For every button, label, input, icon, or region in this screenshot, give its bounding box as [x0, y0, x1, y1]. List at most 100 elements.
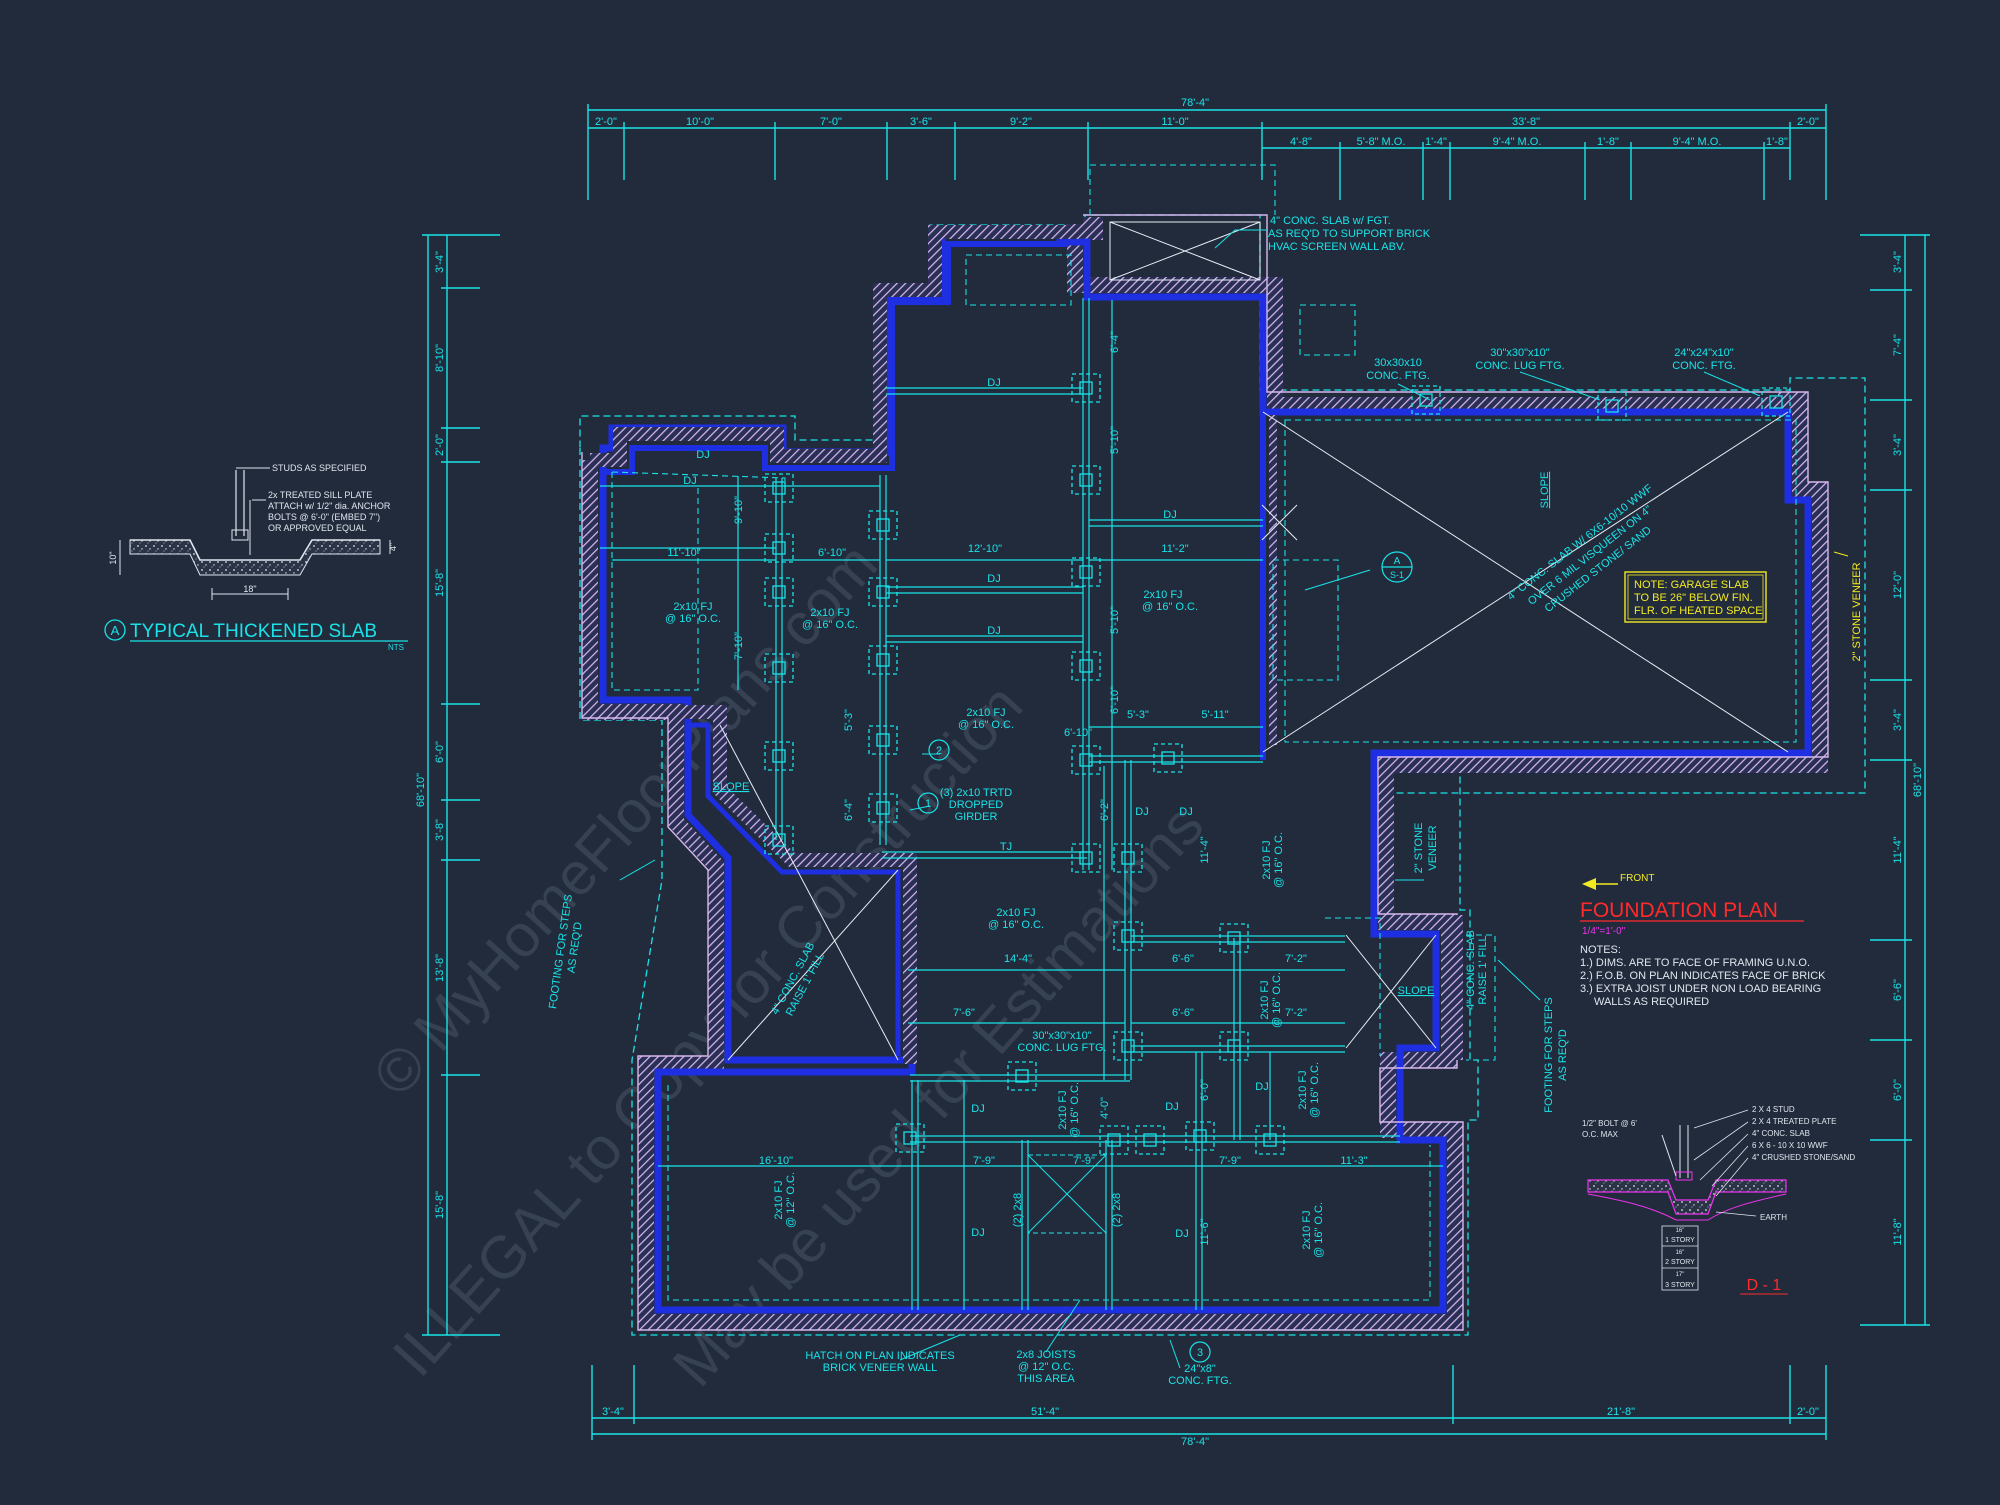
dim-left-6: 3'-8" — [434, 819, 446, 841]
pier-footing — [868, 645, 898, 675]
detail-note: BOLTS @ 6'-0" (EMBED 7") — [268, 512, 380, 522]
pier-block — [1079, 381, 1093, 395]
detail-d1-labels: 1/2" BOLT @ 6' O.C. MAX 2 X 4 STUD 2 X 4… — [1582, 1105, 1855, 1289]
pier-block — [1079, 565, 1093, 579]
note-item: WALLS AS REQUIRED — [1594, 996, 1709, 1008]
detail-a-letter: A — [111, 623, 120, 638]
dim-interior-v: 5'-10" — [1109, 606, 1121, 634]
dim-interior-v: 5'-10" — [1109, 426, 1121, 454]
label-fj-vertical-oc: @ 16" O.C. — [1313, 1202, 1325, 1258]
dim-bottom-4: 2'-0" — [1797, 1406, 1819, 1418]
dim-left-3: 2'-0" — [434, 434, 446, 456]
dim-interior: 5'-3" — [1127, 709, 1149, 721]
label-fj-vertical-oc: @ 16" O.C. — [1069, 1082, 1081, 1138]
wall-outline-outer — [581, 214, 1829, 1331]
porch-wing-wall — [676, 705, 917, 1064]
detail-a-title: A TYPICAL THICKENED SLAB NTS — [104, 619, 408, 652]
label-tj: TJ — [1000, 841, 1012, 853]
pier-footing — [1007, 1061, 1037, 1091]
pier-footing — [1071, 651, 1101, 681]
label-fj-vertical-oc: @ 16" O.C. — [1273, 832, 1285, 888]
dimension-labels: 78'-4" 78'-4" 2'-0" 10'-0" 7'-0" 3'-6" 9… — [415, 97, 1924, 1448]
dim-top-4: 3'-6" — [910, 116, 932, 128]
dim-top-7: 33'-8" — [1512, 116, 1540, 128]
front-arrow-label: FRONT — [1620, 873, 1654, 884]
pier-footing — [1153, 743, 1183, 773]
pier-block — [876, 733, 890, 747]
dim-interior: 6'-10" — [818, 547, 846, 559]
dim-interior: 12'-10" — [968, 543, 1002, 555]
joists-note: 2x8 JOISTS — [1016, 1349, 1075, 1361]
dim-top-2: 10'-0" — [686, 116, 714, 128]
pier-footing — [1219, 1031, 1249, 1061]
stone-veneer-note: 2" STONE — [1413, 823, 1425, 874]
dim-interior: 7'-2" — [1285, 953, 1307, 965]
stone-veneer-note: VENEER — [1427, 825, 1439, 870]
dim-left-8: 15'-8" — [434, 1191, 446, 1219]
plan-title-block: FRONT FOUNDATION PLAN 1/4"=1'-0" NOTES: … — [1580, 873, 1826, 1008]
detail-note: ATTACH w/ 1/2" dia. ANCHOR — [268, 501, 391, 511]
pier-block — [772, 661, 786, 675]
detail-d1-left-note: O.C. MAX — [1582, 1130, 1619, 1139]
detail-d1-story: 1 STORY — [1665, 1237, 1695, 1244]
detail-a-title-text: TYPICAL THICKENED SLAB — [130, 621, 377, 642]
detail-d1-story: 17" — [1676, 1272, 1685, 1278]
dim-bottom-3: 21'-8" — [1607, 1406, 1635, 1418]
dim-interior-v: 11'-6" — [1199, 1218, 1211, 1245]
label-dj: DJ — [696, 449, 709, 461]
label-fj-vertical: 2x10 FJ — [1297, 1070, 1309, 1109]
label-fj: 2x10 FJ — [810, 607, 849, 619]
stoop-slab-note: 4" CONC. SLAB — [1465, 930, 1477, 1010]
dim-right-1: 3'-4" — [1892, 251, 1904, 273]
pier-footing — [1071, 745, 1101, 775]
detail-d1-story: 16" — [1676, 1228, 1685, 1234]
pier-footing — [1411, 385, 1441, 415]
pier-footing — [1071, 557, 1101, 587]
dim-right-2: 7'-4" — [1892, 334, 1904, 356]
pier-block — [1263, 1133, 1277, 1147]
dim-top2-5: 1'-8" — [1597, 136, 1619, 148]
dim-interior: 16'-10" — [759, 1155, 793, 1167]
garage-note-line: NOTE: GARAGE SLAB — [1634, 579, 1749, 591]
footing-note: 24"x24"x10" — [1674, 347, 1734, 359]
dim-top-8: 2'-0" — [1797, 116, 1819, 128]
pier-footing — [764, 825, 794, 855]
pier-block — [772, 585, 786, 599]
pier-footing — [764, 533, 794, 563]
note-item: 1.) DIMS. ARE TO FACE OF FRAMING U.N.O. — [1580, 957, 1810, 969]
label-dj: DJ — [1179, 806, 1192, 818]
detail-d1-right-note: 2 X 4 STUD — [1752, 1105, 1795, 1114]
detail-d1-story: 2 STORY — [1665, 1259, 1695, 1266]
pier-footing — [1071, 843, 1101, 873]
label-fj: 2x10 FJ — [966, 707, 1005, 719]
pier-block — [1121, 851, 1135, 865]
dim-top2-4: 9'-4" M.O. — [1493, 136, 1542, 148]
detail-d1-ref: D - 1 — [1747, 1277, 1782, 1294]
dim-top2-3: 1'-4" — [1425, 136, 1447, 148]
note-item: 3.) EXTRA JOIST UNDER NON LOAD BEARING — [1580, 983, 1821, 995]
garage-note-box: NOTE: GARAGE SLAB TO BE 26" BELOW FIN. F… — [1624, 571, 1767, 623]
lug-footing-note: CONC. LUG FTG. — [1017, 1042, 1106, 1054]
foundation-walls — [581, 214, 1829, 1331]
detail-d1 — [1587, 1109, 1787, 1291]
joists-note: @ 12" O.C. — [1018, 1361, 1074, 1373]
label-fj-vertical: 2x10 FJ — [1301, 1210, 1313, 1249]
pier-block — [1121, 1039, 1135, 1053]
pier-footings — [764, 373, 1791, 1155]
slab-diagonals — [719, 221, 1789, 1061]
footing-steps-note: AS REQ'D — [1557, 1029, 1569, 1081]
dim-interior-v: 6'-2" — [1099, 799, 1111, 821]
dim-bottom-1: 3'-4" — [602, 1406, 624, 1418]
pier-footing — [1219, 923, 1249, 953]
joists-note: THIS AREA — [1017, 1373, 1075, 1385]
girder-note: GIRDER — [955, 811, 998, 823]
pier-footing — [1071, 373, 1101, 403]
pier-block — [772, 749, 786, 763]
pier-footing — [1185, 1121, 1215, 1151]
west-wing-block — [603, 241, 1068, 475]
pier-block — [1121, 929, 1135, 943]
notes-heading: NOTES: — [1580, 944, 1621, 956]
pier-block — [1769, 395, 1783, 409]
label-fj: 2x10 FJ — [673, 601, 712, 613]
label-fj-vertical-oc: @ 12" O.C. — [785, 1172, 797, 1228]
